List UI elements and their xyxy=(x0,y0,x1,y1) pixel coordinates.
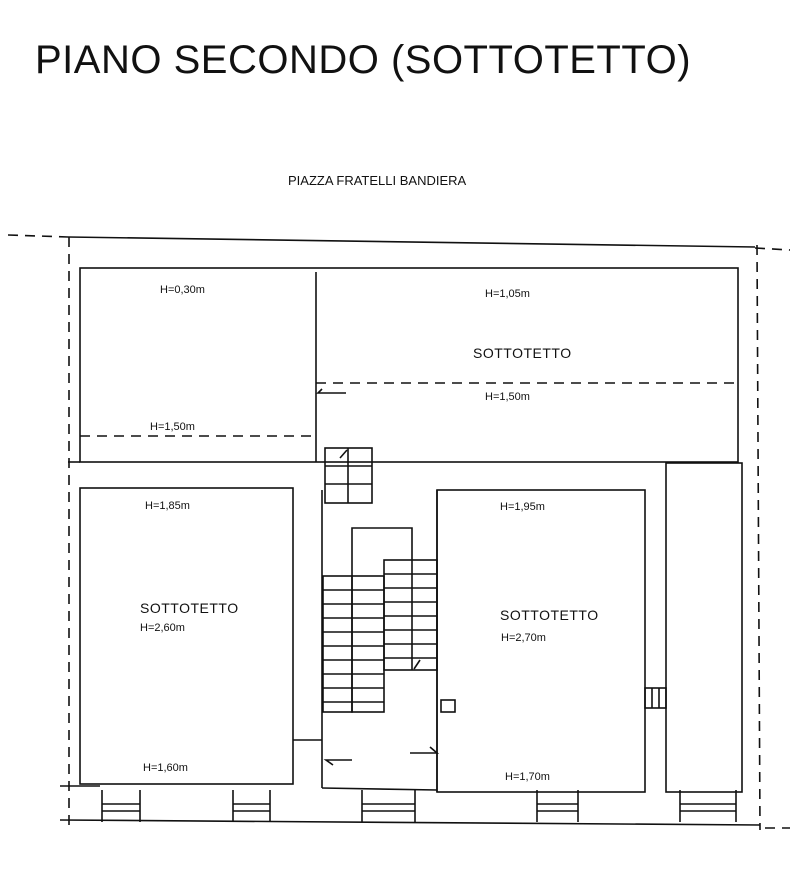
height-label: H=1,05m xyxy=(485,288,530,300)
height-label: H=1,50m xyxy=(485,391,530,403)
street-label: PIAZZA FRATELLI BANDIERA xyxy=(288,173,467,188)
height-label: H=2,60m xyxy=(140,622,185,634)
room-name: SOTTOTETTO xyxy=(473,345,572,361)
boundary-top-left xyxy=(7,234,69,238)
boundary-top-right xyxy=(754,247,790,251)
arrow-icon xyxy=(323,759,352,766)
outer-wall-bottom xyxy=(59,819,761,826)
stair-flight xyxy=(383,559,438,671)
stair-flight xyxy=(351,575,385,713)
arrow-icon xyxy=(413,659,421,670)
boundary-right xyxy=(756,244,761,831)
height-label: H=1,70m xyxy=(505,771,550,783)
height-label: H=1,85m xyxy=(145,500,190,512)
room-name: SOTTOTETTO xyxy=(140,600,239,616)
stair-wall-bottom xyxy=(321,787,438,791)
room-name: SOTTOTETTO xyxy=(500,607,599,623)
room-narrow-right xyxy=(665,462,743,793)
height-label: H=2,70m xyxy=(501,632,546,644)
chimney xyxy=(440,699,456,713)
stair-treads xyxy=(323,573,437,703)
room-bottom-left xyxy=(79,487,294,785)
room-bottom-right xyxy=(436,489,646,793)
arrow-icon xyxy=(410,746,440,754)
outer-wall-top xyxy=(67,236,756,248)
opening xyxy=(644,687,667,709)
height-label: H=1,50m xyxy=(150,421,195,433)
stair-well xyxy=(351,527,413,576)
windows xyxy=(101,790,737,822)
arrow-icon xyxy=(316,388,346,394)
plan-title: PIANO SECONDO (SOTTOTETTO) xyxy=(35,38,692,82)
height-label: H=1,95m xyxy=(500,501,545,513)
height-label: H=1,60m xyxy=(143,762,188,774)
stair-flight xyxy=(322,575,353,713)
arrow-icon xyxy=(339,449,348,459)
height-label: H=0,30m xyxy=(160,284,205,296)
top-block-walls xyxy=(79,267,739,463)
